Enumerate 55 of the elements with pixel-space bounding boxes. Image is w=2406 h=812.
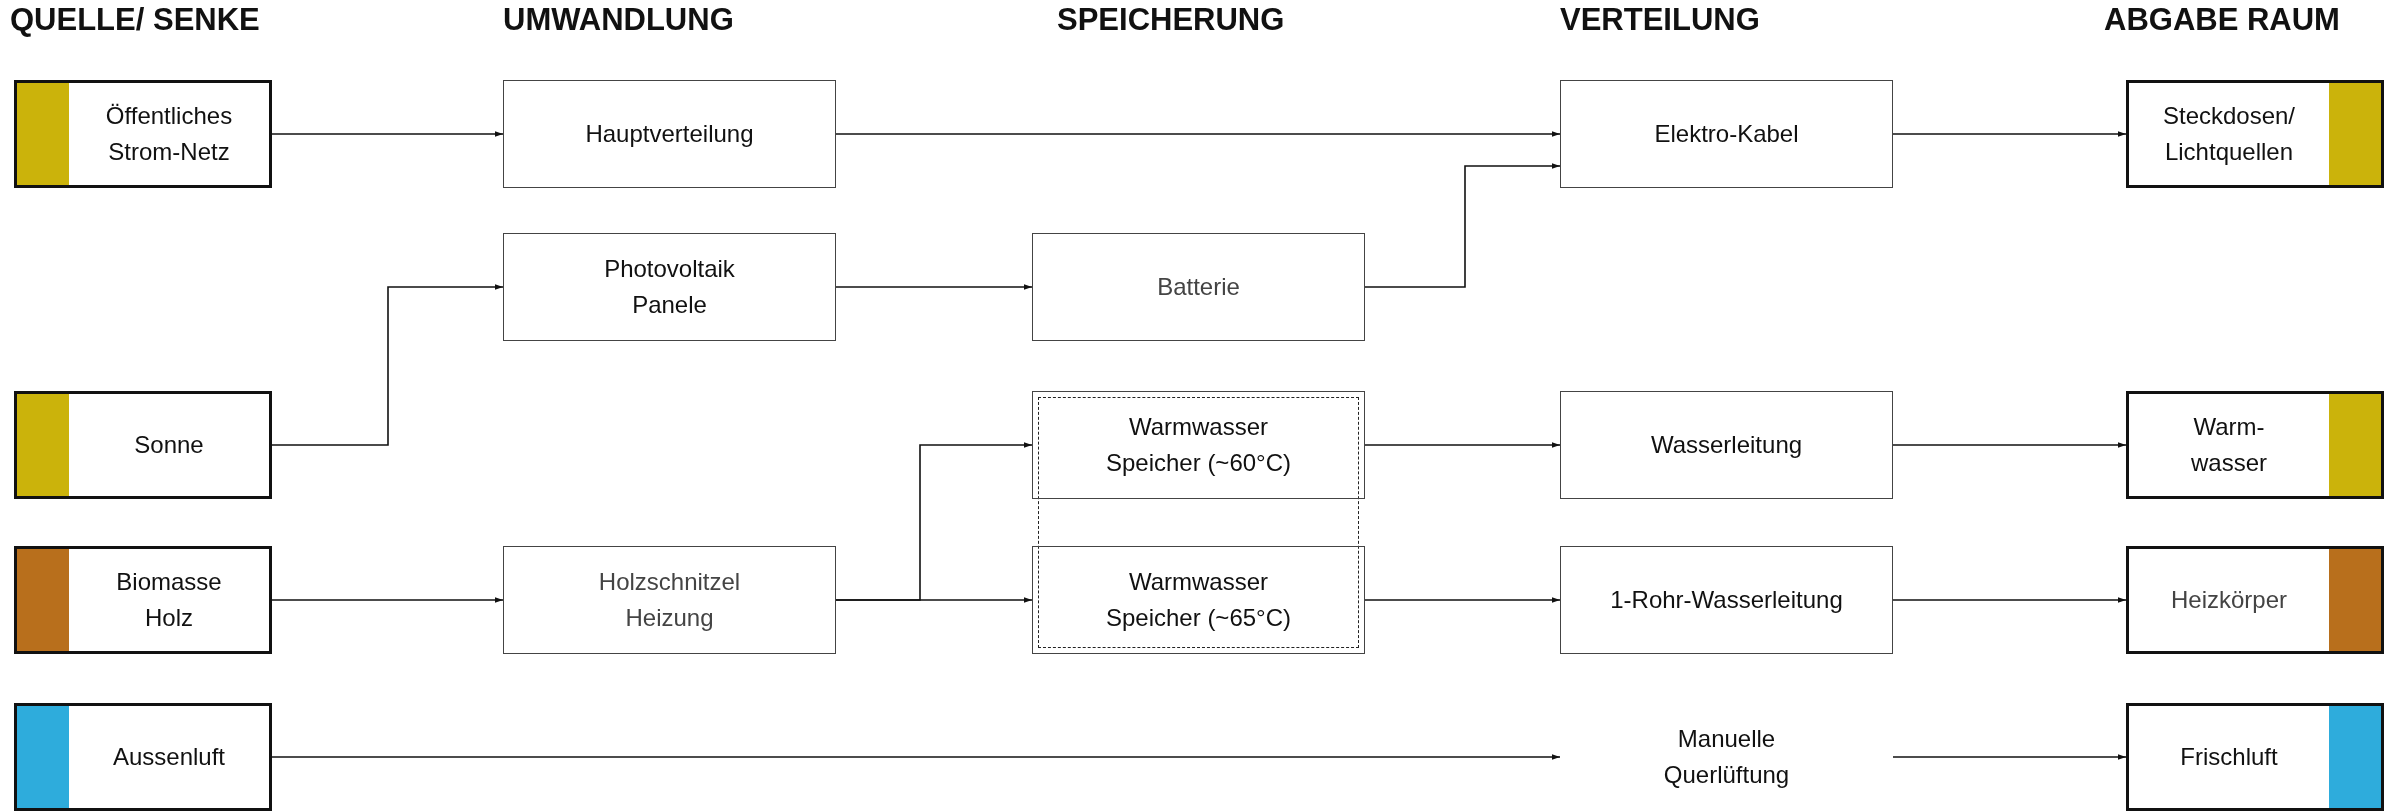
node-label: Heizkörper	[2170, 585, 2287, 615]
node-label: Wasserleitung	[1650, 430, 1803, 460]
room-output-box	[2126, 80, 2384, 188]
arrow	[1364, 597, 1561, 603]
node-label: Sonne	[134, 430, 204, 460]
column-heading: QUELLE/ SENKE	[10, 2, 260, 38]
node-label: 1-Rohr-Wasserleitung	[1610, 585, 1843, 615]
source-box	[14, 546, 272, 654]
process-box	[1560, 546, 1893, 654]
storage-group-outline	[1038, 397, 1359, 648]
arrow	[1892, 131, 2127, 137]
process-box	[1560, 391, 1893, 499]
process-box	[503, 233, 836, 341]
process-box	[1032, 546, 1365, 654]
arrow	[1364, 163, 1561, 288]
node-label: Warm- wasser	[2190, 412, 2268, 478]
node-label: Batterie	[1157, 272, 1240, 302]
arrow	[1364, 442, 1561, 448]
arrow	[1892, 442, 2127, 448]
arrow	[1892, 754, 2127, 760]
node-label: Manuelle Querlüftung	[1662, 724, 1791, 790]
node-label: Hauptverteilung	[585, 119, 754, 149]
process-box	[1032, 233, 1365, 341]
arrow	[835, 131, 1561, 137]
source-box	[14, 391, 272, 499]
node-label: Steckdosen/ Lichtquellen	[2161, 101, 2297, 167]
column-heading: VERTEILUNG	[1560, 2, 1760, 38]
arrow	[1892, 597, 2127, 603]
arrow	[835, 284, 1033, 290]
arrow	[271, 131, 504, 137]
node-label: Warmwasser Speicher (~65°C)	[1105, 567, 1292, 633]
process-box	[503, 546, 836, 654]
arrow	[271, 754, 1561, 760]
node-label: Biomasse Holz	[115, 567, 223, 633]
node-label: Aussenluft	[112, 742, 226, 772]
node-label: Warmwasser Speicher (~60°C)	[1105, 412, 1292, 478]
node-label: Öffentliches Strom-Netz	[104, 101, 234, 167]
source-box	[14, 80, 272, 188]
node-label: Holzschnitzel Heizung	[597, 567, 742, 633]
arrow	[271, 597, 504, 603]
room-output-box	[2126, 546, 2384, 654]
node-label: Elektro-Kabel	[1654, 119, 1799, 149]
arrow	[835, 597, 1033, 603]
arrow	[271, 284, 504, 446]
process-box	[1032, 391, 1365, 499]
room-output-box	[2126, 391, 2384, 499]
column-heading: ABGABE RAUM	[2104, 2, 2340, 38]
process-box	[1560, 80, 1893, 188]
column-heading: UMWANDLUNG	[503, 2, 734, 38]
node-label: Frischluft	[2180, 742, 2278, 772]
room-output-box	[2126, 703, 2384, 811]
source-box	[14, 703, 272, 811]
column-heading: SPEICHERUNG	[1057, 2, 1285, 38]
process-box	[503, 80, 836, 188]
node-label: Photovoltaik Panele	[603, 254, 736, 320]
